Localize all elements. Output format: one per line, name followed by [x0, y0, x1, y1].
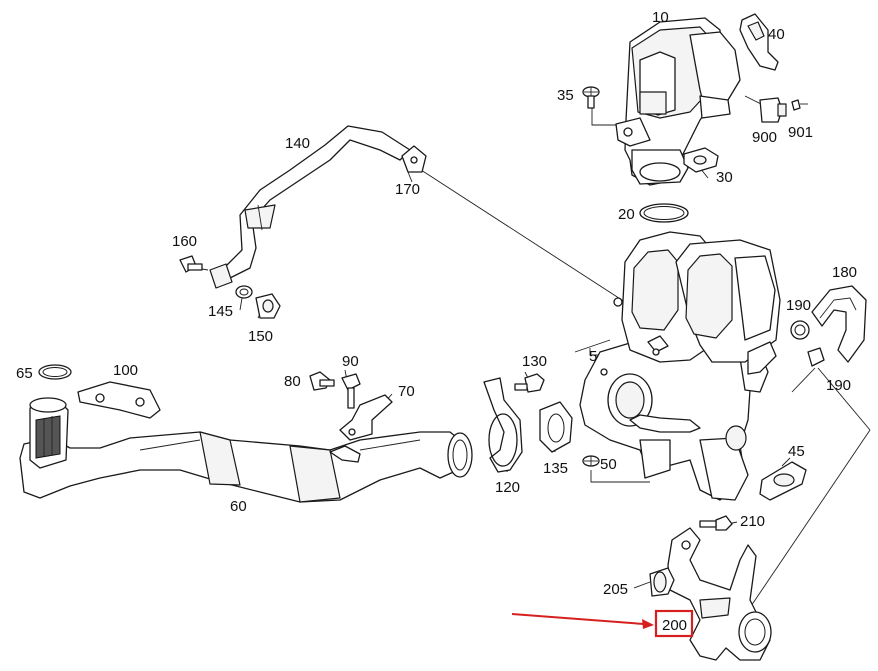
bracket-200[interactable] — [667, 527, 772, 661]
egr-valve-assembly-5 — [579, 231, 781, 501]
label-900: 900 — [752, 129, 777, 146]
label-180: 180 — [832, 264, 857, 281]
bracket-70 — [339, 394, 393, 441]
screw-50 — [582, 455, 600, 467]
label-50: 50 — [600, 456, 617, 473]
label-5: 5 — [589, 348, 597, 365]
label-35: 35 — [557, 87, 574, 104]
hose-180 — [811, 285, 867, 363]
label-205: 205 — [603, 581, 628, 598]
label-20: 20 — [618, 206, 635, 223]
label-100: 100 — [113, 362, 138, 379]
highlight-callout: 200 — [511, 609, 694, 638]
label-40: 40 — [768, 26, 785, 43]
arrow-head-icon — [642, 619, 654, 629]
bolt-130 — [514, 373, 545, 393]
egr-pipe-60 — [19, 397, 473, 503]
o-ring-20 — [639, 203, 689, 223]
screw-210 — [699, 515, 733, 531]
label-140: 140 — [285, 135, 310, 152]
washer-145 — [235, 285, 253, 299]
label-145: 145 — [208, 303, 233, 320]
o-ring-65 — [38, 364, 72, 380]
egr-valve-actuator-10 — [615, 17, 741, 186]
screw-35 — [582, 86, 600, 109]
label-190-clamp: 190 — [786, 297, 811, 314]
stud-90 — [341, 373, 361, 409]
bracket-100 — [77, 381, 161, 419]
fitting-205 — [649, 567, 675, 597]
fitting-150 — [255, 293, 281, 319]
label-120: 120 — [495, 479, 520, 496]
label-45: 45 — [788, 443, 805, 460]
label-80: 80 — [284, 373, 301, 390]
highlight-box — [654, 609, 694, 638]
label-10: 10 — [652, 9, 669, 26]
label-65: 65 — [16, 365, 33, 382]
label-90: 90 — [342, 353, 359, 370]
label-130: 130 — [522, 353, 547, 370]
label-190-clip: 190 — [826, 377, 851, 394]
gasket-30 — [683, 147, 719, 173]
clip-170 — [401, 145, 427, 173]
label-135: 135 — [543, 460, 568, 477]
part-labels: 10 40 35 900 901 30 20 140 170 160 145 1… — [16, 9, 857, 598]
label-30: 30 — [716, 169, 733, 186]
gasket-45 — [759, 461, 807, 501]
bolt-160 — [179, 255, 203, 273]
label-200[interactable]: 200 — [662, 617, 687, 634]
clip-40 — [739, 13, 779, 71]
label-210: 210 — [740, 513, 765, 530]
vacuum-tube-140 — [209, 125, 411, 289]
bolt-80 — [309, 371, 335, 391]
label-70: 70 — [398, 383, 415, 400]
label-150: 150 — [248, 328, 273, 345]
label-901: 901 — [788, 124, 813, 141]
label-60: 60 — [230, 498, 247, 515]
pin-901 — [791, 99, 808, 111]
gasket-135 — [539, 401, 573, 453]
connector-900 — [759, 97, 787, 123]
clip-190 — [807, 347, 825, 367]
clamp-190 — [790, 320, 810, 340]
label-160: 160 — [172, 233, 197, 250]
label-170: 170 — [395, 181, 420, 198]
clamp-120 — [483, 377, 523, 473]
